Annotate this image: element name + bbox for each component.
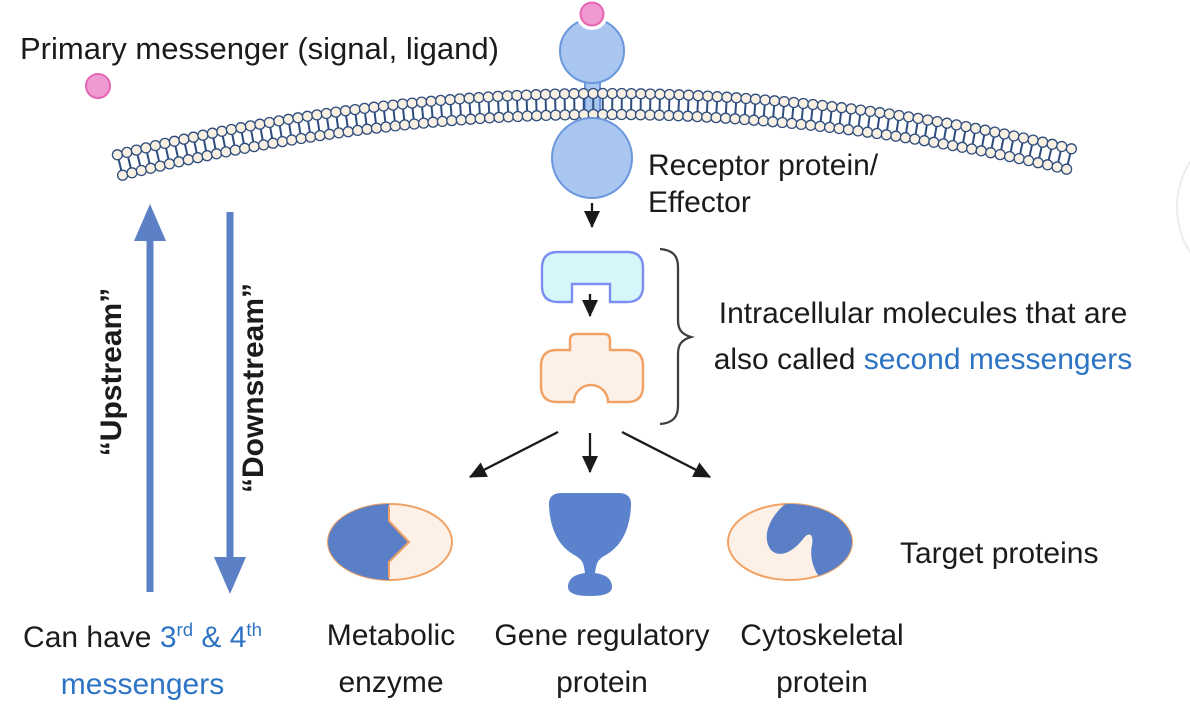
upstream-arrow (134, 204, 166, 592)
primary-messenger-label: Primary messenger (signal, ligand) (20, 31, 499, 66)
can-have-ampersand: & (193, 621, 230, 654)
gene-regulatory-label-line1: Gene regulatory (494, 619, 710, 652)
receptor-label-line1: Receptor protein/ (648, 149, 879, 182)
upstream-label: “Upstream” (95, 287, 128, 457)
cytoskeletal-label: Cytoskeletal protein (732, 612, 912, 706)
downstream-label: “Downstream” (237, 282, 270, 494)
intracellular-note: Intracellular molecules that are also ca… (688, 291, 1158, 383)
second-messenger-1-shape (540, 250, 645, 304)
metabolic-enzyme-label-line2: enzyme (338, 666, 444, 699)
primary-messenger-icon (85, 73, 111, 99)
cell-membrane (111, 87, 1078, 181)
bound-ligand-icon (579, 1, 605, 27)
intracellular-note-line1: Intracellular molecules that are (718, 297, 1128, 330)
receptor-intracellular-domain (551, 117, 633, 199)
cytoskeletal-label-line1: Cytoskeletal (740, 619, 904, 652)
can-have-n1: 3 (159, 621, 177, 654)
receptor-label: Receptor protein/ Effector (648, 147, 878, 221)
cytoskeletal-protein-shape (727, 503, 853, 581)
can-have-sup1: rd (176, 619, 194, 640)
second-messengers-highlight: second messengers (863, 343, 1133, 376)
arrow-to-metabolic-enzyme (468, 430, 559, 479)
target-proteins-label: Target proteins (900, 537, 1099, 570)
receptor-label-line2: Effector (648, 186, 751, 219)
intracellular-note-line2-black: also called (713, 343, 864, 376)
arrow-to-cytoskeletal-protein (621, 430, 712, 479)
gene-regulatory-protein-shape (548, 493, 632, 596)
can-have-line1: Can have 3rd & 4th (0, 614, 285, 661)
can-have-sup2: th (246, 619, 262, 640)
metabolic-enzyme-label: Metabolic enzyme (316, 612, 466, 706)
can-have-note: Can have 3rd & 4th messengers (0, 614, 285, 708)
metabolic-enzyme-shape (327, 503, 453, 581)
downstream-arrow (214, 212, 246, 594)
can-have-3rd: 3rd & 4th (159, 619, 262, 654)
can-have-prefix: Can have (23, 621, 160, 654)
grouping-brace (659, 247, 695, 426)
gene-regulatory-label-line2: protein (556, 666, 648, 699)
metabolic-enzyme-label-line1: Metabolic (326, 619, 456, 652)
faint-background-shape (1176, 160, 1190, 254)
cytoskeletal-label-line2: protein (776, 666, 868, 699)
can-have-line2: messengers (60, 668, 225, 701)
intracellular-note-line2: also called second messengers (688, 337, 1158, 383)
can-have-n2: 4 (229, 621, 247, 654)
second-messenger-2-shape (539, 332, 645, 404)
gene-regulatory-label: Gene regulatory protein (487, 612, 717, 706)
